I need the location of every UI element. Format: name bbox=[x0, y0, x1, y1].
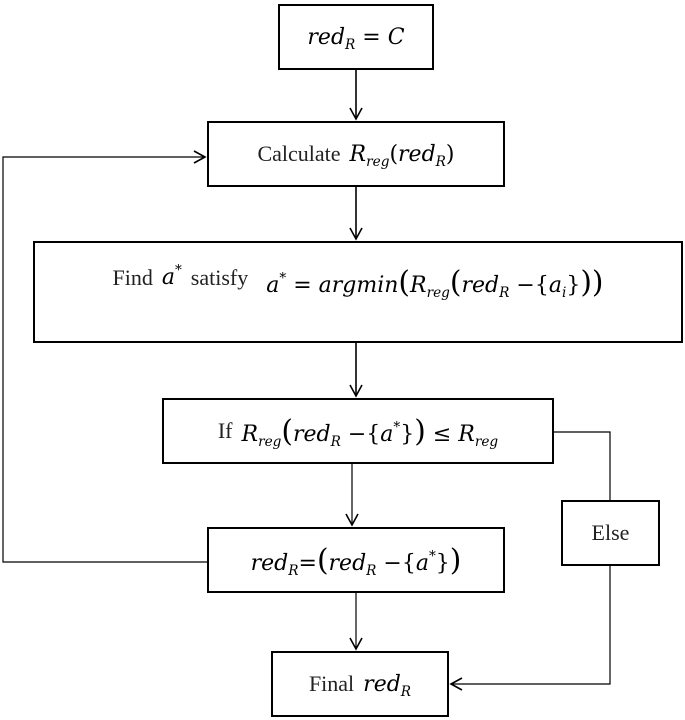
find-argmin: argmin bbox=[318, 273, 399, 298]
condition-rhs: R bbox=[458, 421, 475, 447]
else-label: Else bbox=[591, 520, 630, 545]
find-a2: a bbox=[266, 273, 280, 298]
condition-var: red bbox=[292, 421, 331, 447]
find-minus: − bbox=[516, 273, 535, 298]
init-eq: = bbox=[362, 24, 381, 50]
init-rhs: C bbox=[387, 24, 405, 50]
final-label: Final bbox=[308, 671, 355, 696]
else-line-bottom bbox=[449, 566, 611, 691]
else-line-top bbox=[554, 431, 611, 500]
update-node: redR=(redR −{a*}) bbox=[207, 527, 505, 593]
calculate-func-sub: reg bbox=[366, 153, 390, 170]
find-ai-sub: i bbox=[561, 284, 567, 301]
final-node: Final redR bbox=[271, 651, 449, 717]
find-a2-star: * bbox=[279, 270, 287, 287]
calculate-func: R bbox=[349, 141, 367, 167]
update-a: a bbox=[415, 550, 429, 576]
find-eq: = bbox=[293, 273, 312, 298]
find-var: red bbox=[461, 273, 500, 298]
condition-node: If Rreg(redR −{a*}) ≤ Rreg bbox=[162, 398, 554, 464]
calculate-var-sub: R bbox=[435, 153, 446, 170]
update-var: red bbox=[328, 550, 367, 576]
else-node: Else bbox=[561, 500, 660, 566]
calculate-label: Calculate bbox=[257, 141, 341, 166]
init-lhs: red bbox=[307, 24, 346, 50]
condition-func-sub: reg bbox=[258, 433, 282, 450]
final-var-sub: R bbox=[400, 683, 412, 700]
update-a-star: * bbox=[428, 547, 436, 564]
find-node: Find a* satisfy a* = argmin(Rreg(redR −{… bbox=[33, 241, 683, 343]
loop-back-line bbox=[2, 150, 207, 563]
condition-func: R bbox=[241, 421, 259, 447]
condition-a: a bbox=[380, 421, 394, 447]
find-satisfy: satisfy bbox=[190, 265, 249, 290]
update-var-sub: R bbox=[366, 562, 377, 579]
update-lhs: red bbox=[250, 550, 289, 576]
calculate-node: Calculate Rreg(redR) bbox=[207, 121, 505, 187]
init-lhs-sub: R bbox=[345, 36, 356, 53]
find-func-sub: reg bbox=[426, 284, 450, 301]
init-node: redR = C bbox=[278, 4, 434, 70]
calculate-var: red bbox=[398, 141, 436, 167]
update-lhs-sub: R bbox=[288, 562, 299, 579]
condition-a-star: * bbox=[393, 418, 401, 435]
find-func: R bbox=[410, 273, 427, 298]
condition-var-sub: R bbox=[330, 433, 341, 450]
find-ai: a bbox=[548, 273, 562, 298]
condition-leq: ≤ bbox=[432, 421, 452, 447]
update-eq: = bbox=[298, 550, 317, 576]
find-a-star: * bbox=[174, 262, 182, 279]
find-var-sub: R bbox=[499, 284, 510, 301]
condition-rhs-sub: reg bbox=[474, 433, 499, 450]
final-var: red bbox=[363, 671, 401, 697]
find-a: a bbox=[161, 265, 175, 290]
update-minus: − bbox=[383, 550, 402, 576]
condition-label: If bbox=[217, 418, 233, 443]
find-label: Find bbox=[112, 265, 153, 290]
condition-minus: − bbox=[347, 421, 367, 447]
